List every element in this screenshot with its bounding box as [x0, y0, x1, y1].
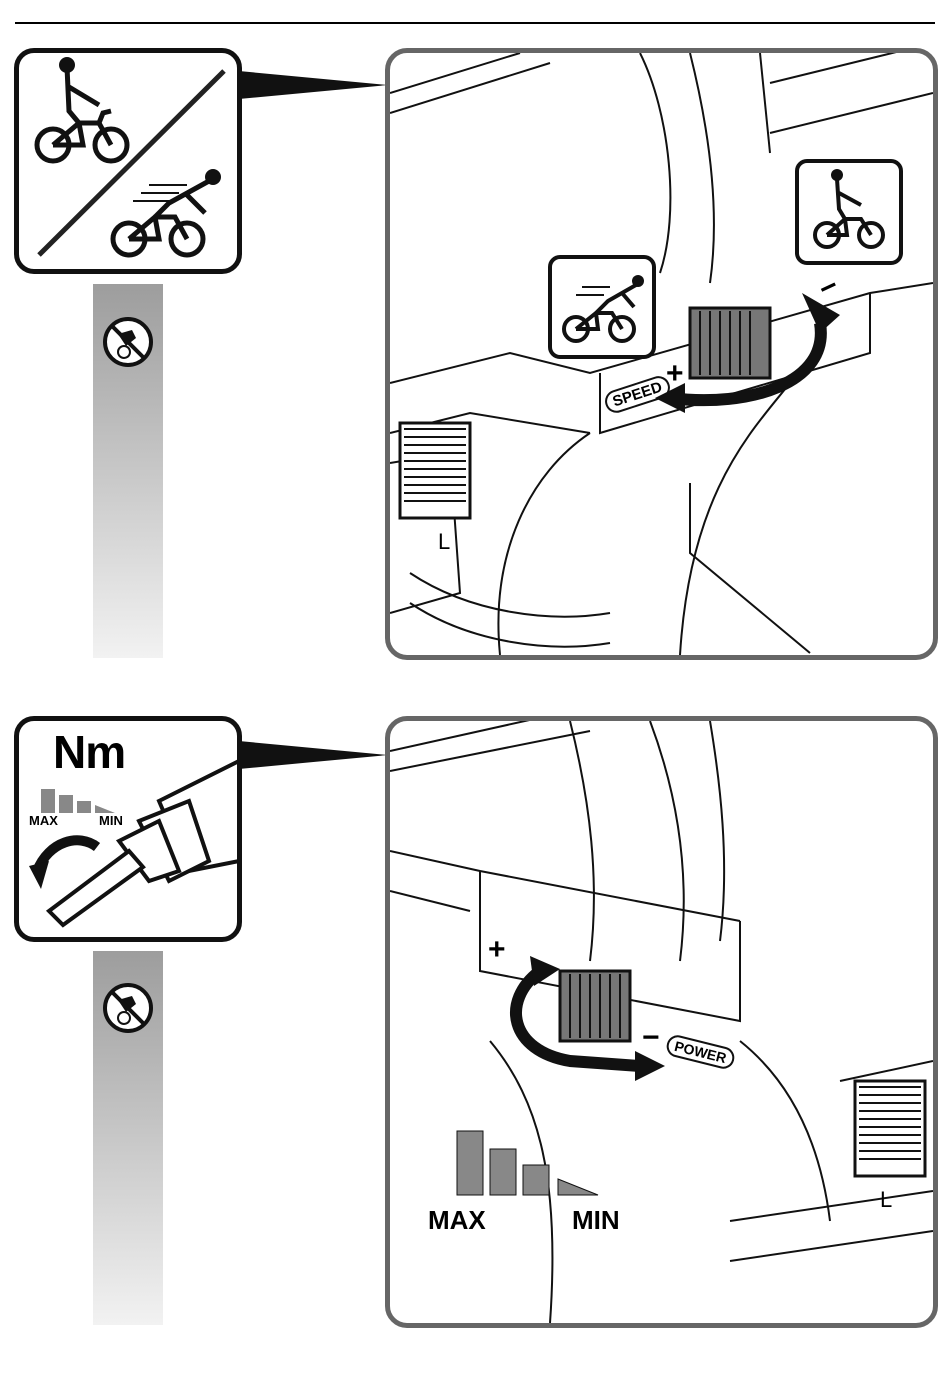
- side-letter: L: [438, 529, 450, 555]
- power-plus-sign: +: [488, 933, 506, 967]
- side-letter-2: L: [880, 1187, 892, 1213]
- section-power: Nm MAX MIN: [0, 690, 950, 1380]
- power-minus-sign: −: [642, 1021, 660, 1055]
- torque-drill-icon: [19, 721, 237, 937]
- big-min-label: MIN: [572, 1205, 620, 1236]
- speed-plus-sign: +: [666, 357, 684, 391]
- section-speed: SPEED + − L: [0, 0, 950, 680]
- right-knob: [855, 1081, 925, 1176]
- slow-cyclist-icon: [799, 163, 899, 261]
- speed-icon-box: [14, 48, 242, 274]
- no-hammer-drill-icon-2: [102, 982, 154, 1034]
- torque-icon-box: Nm MAX MIN: [14, 716, 242, 942]
- callout-pointer: [228, 60, 390, 110]
- big-power-bars: [457, 1131, 598, 1195]
- drill-body-illustration: [390, 53, 933, 655]
- big-max-label: MAX: [428, 1205, 486, 1236]
- fast-cyclist-box: [548, 255, 656, 359]
- no-hammer-drill-icon: [102, 316, 154, 368]
- fast-cyclist-icon: [552, 259, 652, 355]
- slow-cyclist-box: [795, 159, 903, 265]
- slow-vs-fast-cyclist-icon: [19, 53, 237, 269]
- left-knob: [400, 423, 470, 518]
- callout-pointer-2: [228, 730, 390, 780]
- speed-drill-panel: SPEED + − L: [385, 48, 938, 660]
- power-drill-panel: POWER + − L MAX MIN: [385, 716, 938, 1328]
